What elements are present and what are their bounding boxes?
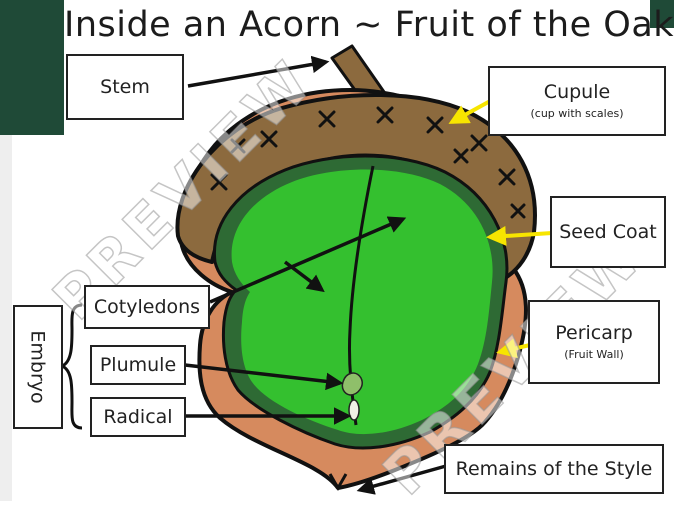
label-cupule: Cupule (cup with scales) (488, 66, 666, 136)
label-seed-coat-text: Seed Coat (559, 222, 657, 243)
label-plumule: Plumule (90, 345, 186, 385)
label-plumule-text: Plumule (100, 355, 176, 376)
radicle-shape (349, 400, 359, 420)
label-remains-of-style-text: Remains of the Style (456, 459, 653, 480)
label-embryo-text: Embryo (27, 330, 49, 403)
label-embryo: Embryo (13, 305, 63, 429)
label-pericarp: Pericarp (Fruit Wall) (528, 300, 660, 384)
label-stem: Stem (66, 54, 184, 120)
corner-accent-left (0, 0, 64, 135)
label-cotyledons-text: Cotyledons (94, 297, 200, 318)
label-radical: Radical (90, 397, 186, 437)
label-stem-text: Stem (100, 77, 150, 98)
label-cotyledons: Cotyledons (84, 285, 210, 329)
diagram-title: Inside an Acorn ~ Fruit of the Oak (64, 2, 674, 48)
label-remains-of-style: Remains of the Style (444, 444, 664, 494)
label-cupule-text: Cupule (544, 82, 610, 103)
label-pericarp-text: Pericarp (555, 323, 633, 344)
plumule-shape (342, 373, 362, 395)
label-radical-text: Radical (103, 407, 172, 428)
label-seed-coat: Seed Coat (550, 196, 666, 268)
label-pericarp-subtext: (Fruit Wall) (564, 348, 624, 361)
label-cupule-subtext: (cup with scales) (531, 107, 624, 120)
